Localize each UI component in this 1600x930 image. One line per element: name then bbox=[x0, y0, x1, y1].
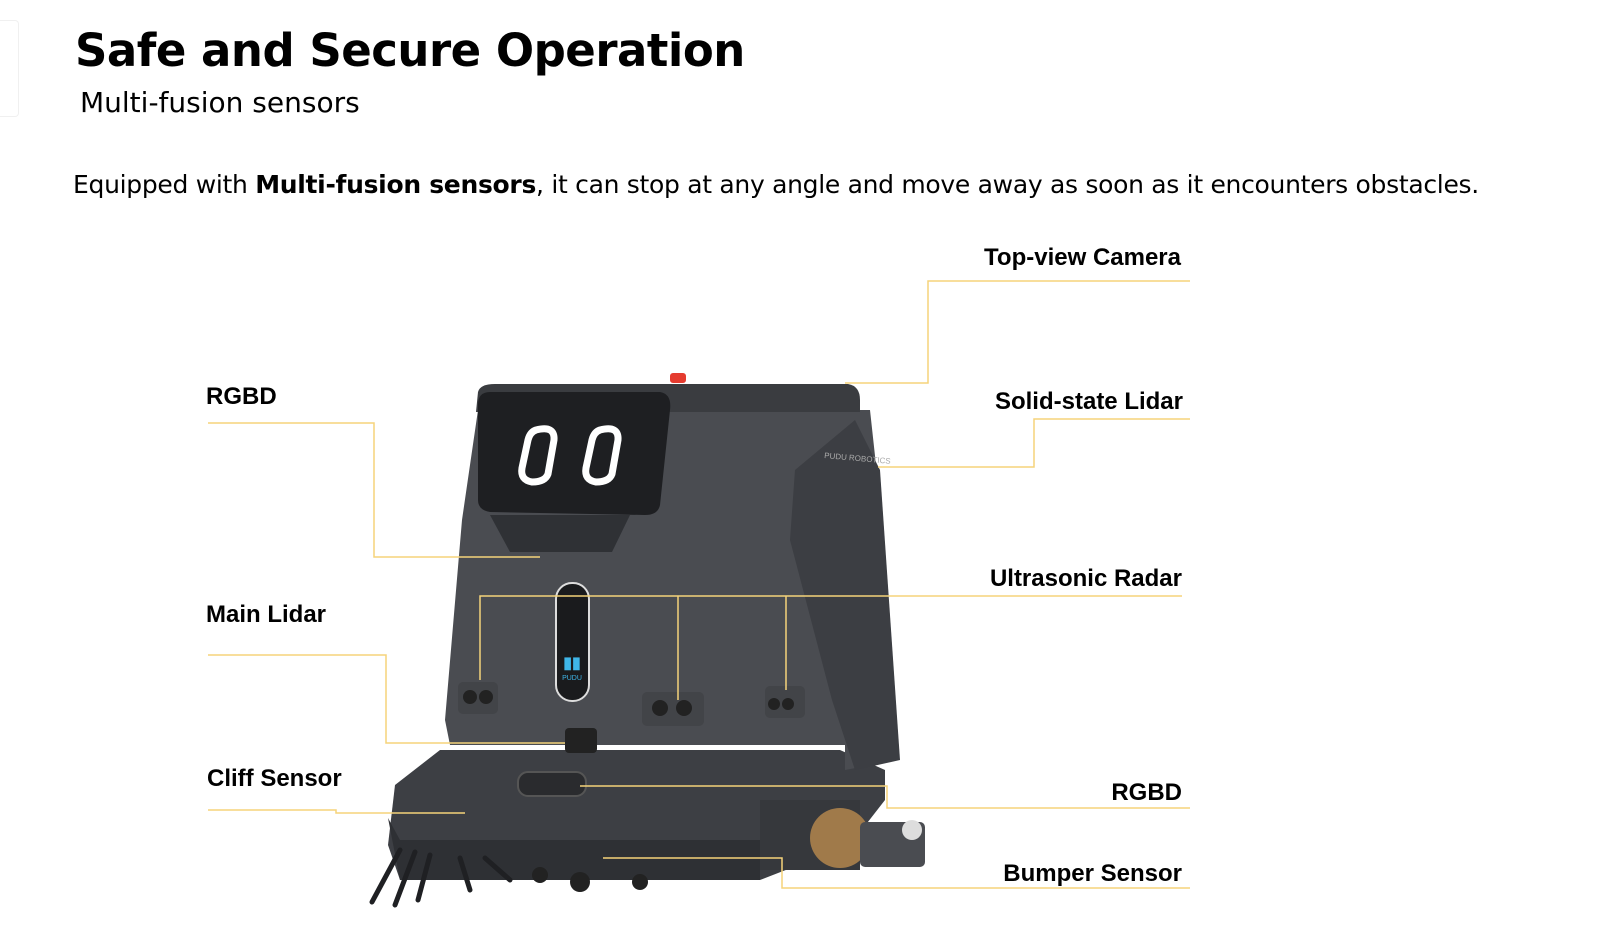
leader-bumper-sensor bbox=[603, 857, 1190, 889]
label-cliff-sensor: Cliff Sensor bbox=[207, 765, 342, 792]
page-subtitle: Multi-fusion sensors bbox=[80, 86, 360, 119]
label-bumper-sensor: Bumper Sensor bbox=[1003, 860, 1182, 887]
label-top-view-camera: Top-view Camera bbox=[984, 244, 1181, 271]
leader-rgbd-bottom bbox=[580, 785, 1190, 809]
leader-top-view-camera bbox=[845, 280, 1190, 384]
robot-illustration: ▮▮ PUDU PUDU ROBOTICS bbox=[369, 373, 925, 908]
leader-solid-state-lidar bbox=[878, 418, 1190, 468]
description-prefix: Equipped with bbox=[73, 170, 256, 199]
leader-rgbd-top bbox=[208, 422, 540, 558]
leader-main-lidar bbox=[208, 654, 565, 744]
label-solid-state-lidar: Solid-state Lidar bbox=[994, 388, 1183, 415]
front-logo-text: PUDU bbox=[562, 675, 582, 682]
description-suffix: , it can stop at any angle and move away… bbox=[536, 170, 1479, 199]
description-emphasis: Multi-fusion sensors bbox=[255, 170, 537, 199]
svg-text:▮▮: ▮▮ bbox=[563, 655, 581, 672]
leader-ultrasonic-radar bbox=[479, 595, 1182, 680]
leader-cliff-sensor bbox=[208, 809, 465, 814]
main-lidar-sensor bbox=[565, 728, 597, 753]
robot-eyes bbox=[518, 425, 622, 486]
label-rgbd-top: RGBD bbox=[206, 383, 277, 410]
page-title: Safe and Secure Operation bbox=[75, 24, 745, 77]
label-ultrasonic-radar: Ultrasonic Radar bbox=[989, 565, 1182, 592]
description: Equipped with Multi-fusion sensors, it c… bbox=[73, 170, 1479, 199]
indicator-light bbox=[670, 373, 686, 383]
faded-logo-watermark bbox=[0, 20, 19, 117]
leader-lines bbox=[208, 280, 1190, 889]
label-main-lidar: Main Lidar bbox=[206, 601, 327, 628]
label-rgbd-bottom: RGBD bbox=[1111, 779, 1182, 806]
